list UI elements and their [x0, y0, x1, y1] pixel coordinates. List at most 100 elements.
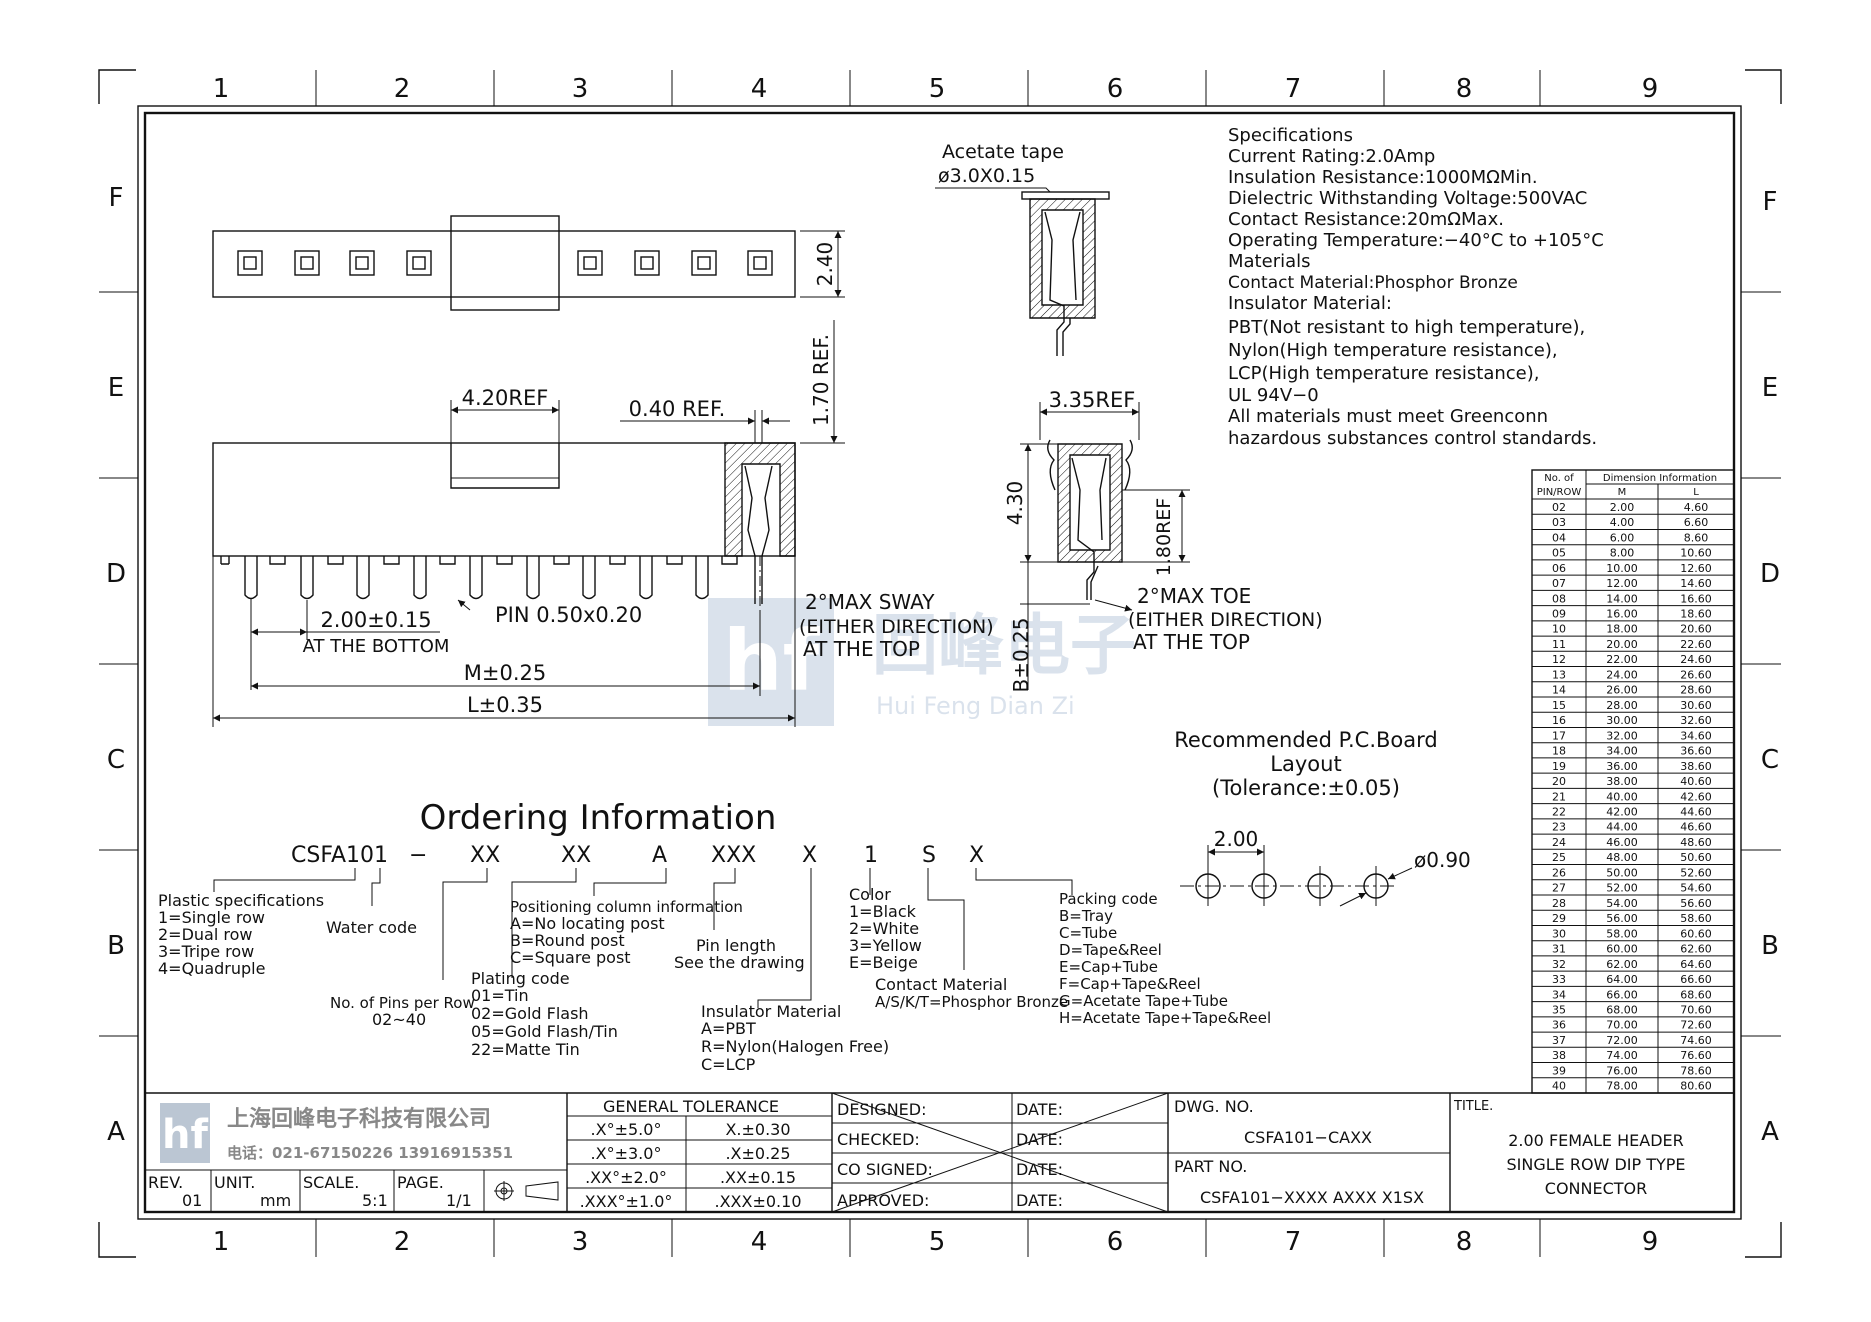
part-no-label: PART NO. [1174, 1157, 1247, 1176]
specifications: Specifications Current Rating:2.0Amp Ins… [1228, 125, 1604, 449]
pcb-hole-size: ø0.90 [1414, 848, 1471, 872]
table-cell-pins: 34 [1552, 988, 1566, 1001]
packing-line: Packing code [1059, 890, 1158, 908]
table-cell-pins: 17 [1552, 729, 1566, 742]
table-cell-m: 68.00 [1606, 1003, 1638, 1016]
table-cell-l: 32.60 [1680, 714, 1712, 727]
zone-col-3-top: 3 [572, 74, 589, 104]
toe-line-1: 2°MAX TOE [1137, 584, 1251, 608]
date-label: DATE: [1016, 1160, 1063, 1179]
table-cell-pins: 15 [1552, 699, 1566, 712]
acetate-dim: ø3.0X0.15 [938, 165, 1035, 187]
leader-lines [213, 868, 1073, 1008]
pins-per-row-range: 02~40 [372, 1010, 426, 1029]
table-cell-m: 18.00 [1606, 623, 1638, 636]
table-cell-l: 48.60 [1680, 836, 1712, 849]
table-cell-pins: 27 [1552, 882, 1566, 895]
spec-line: Insulation Resistance:1000MΩMin. [1228, 167, 1538, 188]
spec-line: Specifications [1228, 125, 1353, 146]
table-cell-pins: 37 [1552, 1034, 1566, 1047]
zone-row-C-left: C [107, 745, 125, 775]
table-cell-pins: 28 [1552, 897, 1566, 910]
table-cell-m: 28.00 [1606, 699, 1638, 712]
ordering-information: Ordering Information CSFA101 − XX XX A X… [158, 798, 1271, 1074]
page-value: 1/1 [446, 1191, 472, 1210]
table-cell-l: 74.60 [1680, 1034, 1712, 1047]
table-cell-m: 6.00 [1610, 531, 1635, 544]
table-cell-l: 76.60 [1680, 1049, 1712, 1062]
table-cell-l: 66.60 [1680, 973, 1712, 986]
dwg-no-value: CSFA101−CAXX [1244, 1128, 1372, 1147]
color-line: 1=Black [849, 902, 917, 921]
table-cell-m: 30.00 [1606, 714, 1638, 727]
table-cell-l: 42.60 [1680, 790, 1712, 803]
dim-h-430: 4.30 [1003, 481, 1027, 526]
dim-height-240: 2.40 [813, 242, 837, 287]
company-phone: 电话：021-67150226 13916915351 [227, 1144, 513, 1162]
pin-cavities [237, 250, 773, 276]
approved-label: APPROVED: [837, 1191, 929, 1210]
zone-col-1-bottom: 1 [213, 1227, 230, 1257]
spec-line: Current Rating:2.0Amp [1228, 146, 1435, 167]
table-cell-m: 78.00 [1606, 1080, 1638, 1093]
table-cell-pins: 19 [1552, 760, 1566, 773]
plastic-line: 4=Quadruple [158, 959, 265, 978]
tolerance-angle: .XXX°±1.0° [580, 1192, 673, 1211]
code-part: 1 [864, 843, 878, 868]
table-cell-l: 46.60 [1680, 821, 1712, 834]
dim-pin-size: PIN 0.50x0.20 [495, 603, 642, 627]
contact-line: Contact Material [875, 975, 1007, 994]
table-cell-m: 72.00 [1606, 1034, 1638, 1047]
zone-col-5-top: 5 [929, 74, 946, 104]
date-label: DATE: [1016, 1100, 1063, 1119]
table-header-pins: No. of [1544, 473, 1574, 484]
checked-label: CHECKED: [837, 1130, 920, 1149]
table-cell-pins: 21 [1552, 790, 1566, 803]
sway-line-2: (EITHER DIRECTION) [799, 616, 994, 638]
table-cell-m: 62.00 [1606, 958, 1638, 971]
color-line: E=Beige [849, 953, 918, 972]
spec-line: UL 94V−0 [1228, 385, 1319, 406]
pins-per-row: No. of Pins per Row [330, 994, 475, 1012]
table-cell-pins: 20 [1552, 775, 1566, 788]
table-cell-l: 50.60 [1680, 851, 1712, 864]
dim-pitch: 2.00±0.15 [320, 608, 431, 632]
zone-col-4-top: 4 [751, 74, 768, 104]
zone-col-7-top: 7 [1285, 74, 1302, 104]
table-cell-l: 24.60 [1680, 653, 1712, 666]
table-cell-pins: 10 [1552, 623, 1566, 636]
table-header-group: Dimension Information [1603, 473, 1717, 484]
dim-ref-170: 1.70 REF. [809, 334, 833, 426]
spec-line: Contact Material:Phosphor Bronze [1228, 273, 1518, 293]
scale-value: 5:1 [362, 1191, 388, 1210]
pcb-title-3: (Tolerance:±0.05) [1212, 776, 1400, 800]
zone-labels: 1 2 3 4 5 6 7 8 9 1 2 3 4 5 6 7 8 9 F E … [106, 74, 1780, 1257]
packing-line: H=Acetate Tape+Tape&Reel [1059, 1009, 1271, 1027]
plating-line: 01=Tin [471, 986, 529, 1005]
table-cell-m: 74.00 [1606, 1049, 1638, 1062]
table-cell-m: 60.00 [1606, 943, 1638, 956]
table-cell-pins: 35 [1552, 1003, 1566, 1016]
table-cell-pins: 04 [1552, 531, 1566, 544]
zone-col-4-bottom: 4 [751, 1227, 768, 1257]
table-cell-m: 48.00 [1606, 851, 1638, 864]
spec-line: PBT(Not resistant to high temperature), [1228, 317, 1585, 338]
zone-row-A-right: A [1761, 1117, 1779, 1147]
pin-length-line: Pin length [696, 936, 776, 955]
section-view-acetate: Acetate tape ø3.0X0.15 [935, 141, 1110, 356]
company-logo-icon: hf [160, 1103, 210, 1163]
table-cell-pins: 22 [1552, 805, 1566, 818]
table-cell-pins: 06 [1552, 562, 1566, 575]
zone-col-9-top: 9 [1642, 74, 1659, 104]
plating-line: 05=Gold Flash/Tin [471, 1022, 618, 1041]
table-cell-l: 20.60 [1680, 623, 1712, 636]
packing-line: E=Cap+Tube [1059, 958, 1158, 976]
water-code: Water code [326, 918, 417, 937]
table-cell-pins: 16 [1552, 714, 1566, 727]
table-cell-pins: 30 [1552, 927, 1566, 940]
zone-col-2-top: 2 [394, 74, 411, 104]
zone-row-D-right: D [1760, 559, 1780, 589]
watermark-logo [708, 598, 834, 726]
table-cell-pins: 05 [1552, 547, 1566, 560]
watermark-logo-letters: hf [723, 612, 821, 710]
